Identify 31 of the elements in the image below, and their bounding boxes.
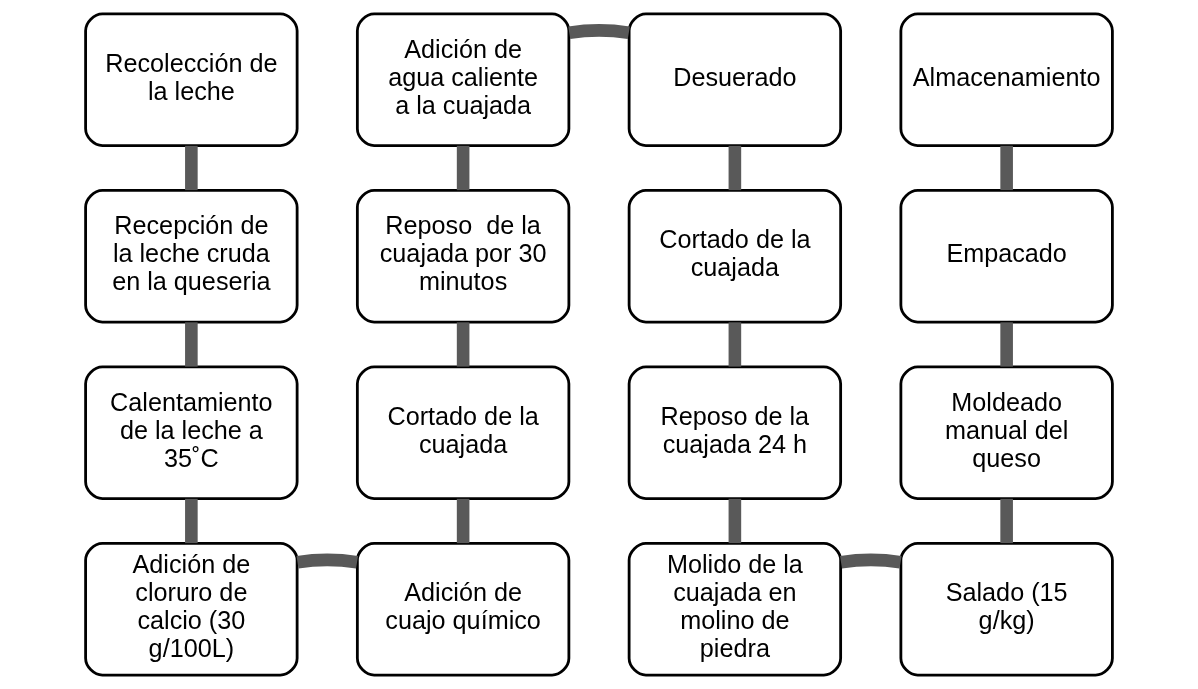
connector <box>1000 145 1013 191</box>
node-box: Adición de agua caliente a la cuajada <box>355 12 571 147</box>
connector <box>1000 322 1013 367</box>
connector <box>456 145 470 191</box>
node-box: Reposo de la cuajada 24 h <box>627 365 843 500</box>
connector <box>728 322 742 367</box>
node-box: Adición de cloruro de calcio (30 g/100L) <box>84 542 299 677</box>
connector <box>296 553 358 569</box>
connector <box>185 322 198 367</box>
node-box: Almacenamiento <box>899 12 1114 147</box>
node-box: Reposo de la cuajada por 30 minutos <box>355 189 571 324</box>
node-box: Recepción de la leche cruda en la queseria <box>84 189 299 324</box>
node-box: Cortado de la cuajada <box>627 189 843 324</box>
node-box: Salado (15 g/kg) <box>899 542 1114 677</box>
node-box: Empacado <box>899 189 1114 324</box>
connector <box>185 498 198 544</box>
node-box: Molido de la cuajada en molino de piedra <box>627 542 843 677</box>
node-box: Moldeado manual del queso <box>899 365 1114 500</box>
node-box: Recolección de la leche <box>84 12 299 147</box>
node-box: Cortado de la cuajada <box>355 365 571 500</box>
node-box: Desuerado <box>627 12 843 147</box>
connector <box>185 145 198 191</box>
connector <box>1000 498 1013 544</box>
connector <box>728 498 742 544</box>
connector <box>728 145 742 191</box>
node-box: Calentamiento de la leche a 35˚C <box>84 365 299 500</box>
connector <box>456 498 470 544</box>
connector <box>840 553 902 569</box>
connector <box>456 322 470 367</box>
connector <box>568 24 630 39</box>
node-box: Adición de cuajo químico <box>355 542 571 677</box>
